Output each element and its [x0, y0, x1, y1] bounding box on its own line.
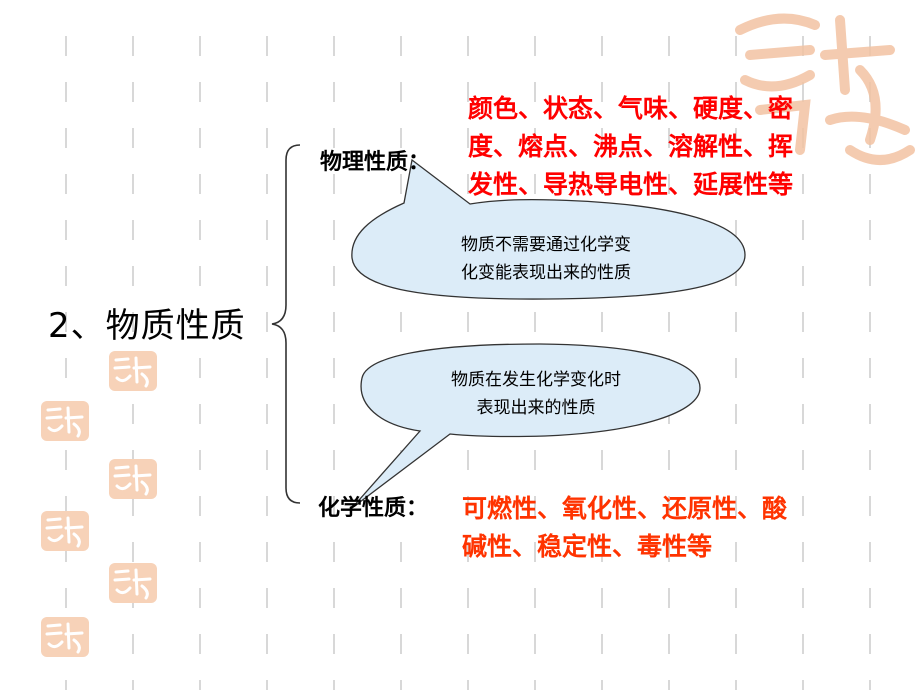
small-seal-stamp-icon — [109, 351, 157, 391]
large-seal-stamp-icon — [735, 13, 915, 165]
small-seal-stamp-icon — [109, 563, 157, 603]
chemical-callout-line: 表现出来的性质 — [476, 398, 596, 418]
small-seal-stamp-icon — [41, 511, 89, 551]
chemical-details-line: 可燃性、氧化性、还原性、酸 — [462, 494, 788, 523]
physical-callout-line: 物质不需要通过化学变 — [461, 235, 631, 255]
physical-details-line: 度、熔点、沸点、溶解性、挥 — [468, 132, 794, 161]
physical-callout-line: 化变能表现出来的性质 — [461, 263, 631, 283]
chemical-callout-text: 物质在发生化学变化时 表现出来的性质 — [386, 366, 686, 422]
small-seal-stamp-icon — [109, 459, 157, 499]
physical-properties-label: 物理性质： — [320, 150, 431, 175]
physical-details-line: 发性、导热导电性、延展性等 — [468, 170, 794, 199]
small-seal-stamp-icon — [41, 401, 89, 441]
physical-properties-details: 颜色、状态、气味、硬度、密 度、熔点、沸点、溶解性、挥 发性、导热导电性、延展性… — [468, 90, 793, 204]
small-seal-stamp-icon — [41, 617, 89, 657]
chemical-callout-line: 物质在发生化学变化时 — [451, 370, 621, 390]
physical-details-line: 颜色、状态、气味、硬度、密 — [468, 94, 794, 123]
chemical-properties-details: 可燃性、氧化性、还原性、酸 碱性、稳定性、毒性等 — [462, 490, 787, 566]
chemical-properties-label: 化学性质： — [318, 496, 429, 521]
physical-callout-text: 物质不需要通过化学变 化变能表现出来的性质 — [396, 231, 696, 287]
page-title: 2、物质性质 — [48, 306, 246, 346]
chemical-details-line: 碱性、稳定性、毒性等 — [462, 532, 713, 561]
